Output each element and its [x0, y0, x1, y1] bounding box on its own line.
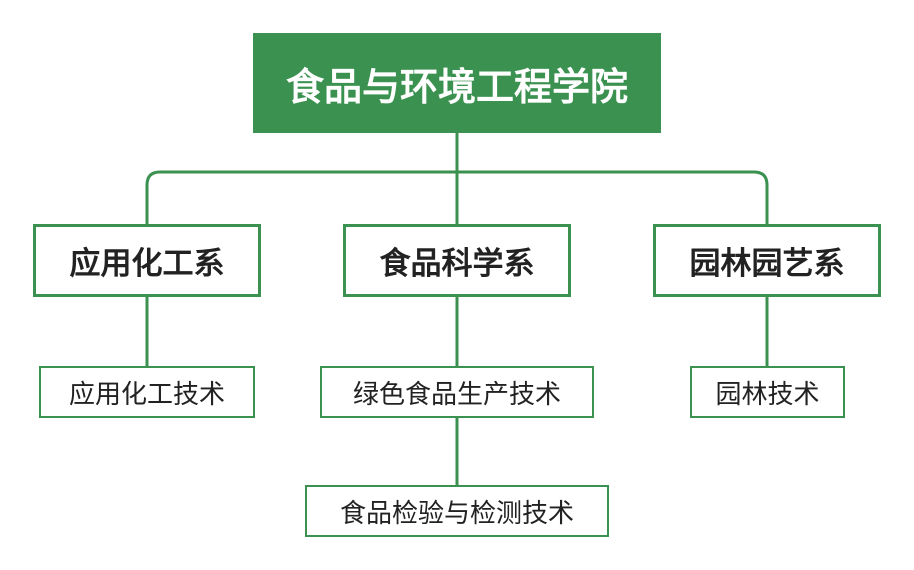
major-node-food-inspection: 食品检验与检测技术	[305, 485, 609, 537]
dept-node-applied-chemical: 应用化工系	[33, 224, 261, 297]
major-node-landscape-tech: 园林技术	[690, 366, 845, 418]
connector-branch-bar	[145, 170, 769, 224]
major-node-label: 园林技术	[715, 379, 820, 410]
major-node-green-food-production: 绿色食品生产技术	[320, 366, 594, 418]
major-node-label: 食品检验与检测技术	[339, 498, 574, 529]
major-node-label: 应用化工技术	[68, 379, 225, 410]
dept-node-landscape-horticulture: 园林园艺系	[653, 224, 881, 297]
major-node-label: 绿色食品生产技术	[352, 379, 561, 410]
root-node-label: 食品与环境工程学院	[285, 64, 628, 109]
dept-node-label: 应用化工系	[69, 246, 225, 282]
dept-node-label: 园林园艺系	[689, 246, 845, 282]
root-node-college: 食品与环境工程学院	[253, 33, 661, 133]
dept-node-label: 食品科学系	[379, 246, 535, 282]
dept-node-food-science: 食品科学系	[343, 224, 571, 297]
major-node-applied-chemical-tech: 应用化工技术	[39, 366, 255, 418]
